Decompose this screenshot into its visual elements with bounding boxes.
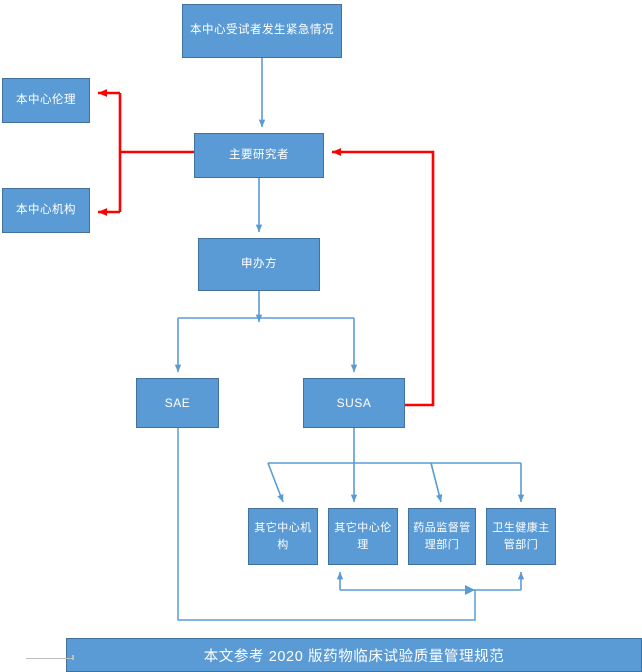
reference-caption-text: 本文参考 2020 版药物临床试验质量管理规范 (203, 648, 505, 665)
node-local-ethics-label: 本中心伦理 (16, 93, 76, 106)
node-other-center-ethics[interactable]: 其它中心伦理 (328, 508, 398, 565)
node-principal-investigator[interactable]: 主要研究者 (194, 133, 324, 178)
node-sae-label: SAE (164, 396, 191, 410)
node-health-authority-label: 卫生健康主管部门 (492, 522, 550, 551)
node-local-organization[interactable]: 本中心机构 (2, 188, 90, 233)
edge-susa-to-pi (331, 148, 435, 407)
node-susa-label: SUSA (336, 396, 372, 410)
edge-susa-to-nmpa (430, 462, 443, 503)
node-principal-investigator-label: 主要研究者 (229, 148, 289, 161)
node-sponsor-label: 申办方 (241, 257, 277, 270)
node-other-center-ethics-label: 其它中心伦理 (334, 522, 392, 551)
reference-caption-bar[interactable]: 本文参考 2020 版药物临床试验质量管理规范 (66, 638, 642, 672)
node-drug-administration-label: 药品监督管理部门 (413, 522, 471, 551)
edge-susa-to-other-org (267, 462, 284, 503)
edge-return-junction-marker (465, 585, 475, 595)
node-local-organization-label: 本中心机构 (16, 203, 76, 216)
node-local-ethics[interactable]: 本中心伦理 (2, 78, 90, 123)
decorative-rule-tick (72, 655, 74, 660)
node-sae[interactable]: SAE (136, 378, 219, 428)
node-emergency[interactable]: 本中心受试者发生紧急情况 (182, 4, 342, 58)
node-health-authority[interactable]: 卫生健康主管部门 (486, 508, 556, 565)
node-susa[interactable]: SUSA (303, 378, 405, 428)
node-other-center-organization[interactable]: 其它中心机构 (248, 508, 318, 565)
decorative-rule (26, 658, 74, 659)
node-drug-administration[interactable]: 药品监督管理部门 (408, 508, 476, 565)
node-emergency-label: 本中心受试者发生紧急情况 (190, 24, 334, 37)
node-sponsor[interactable]: 申办方 (198, 238, 320, 291)
node-other-center-organization-label: 其它中心机构 (254, 522, 312, 551)
